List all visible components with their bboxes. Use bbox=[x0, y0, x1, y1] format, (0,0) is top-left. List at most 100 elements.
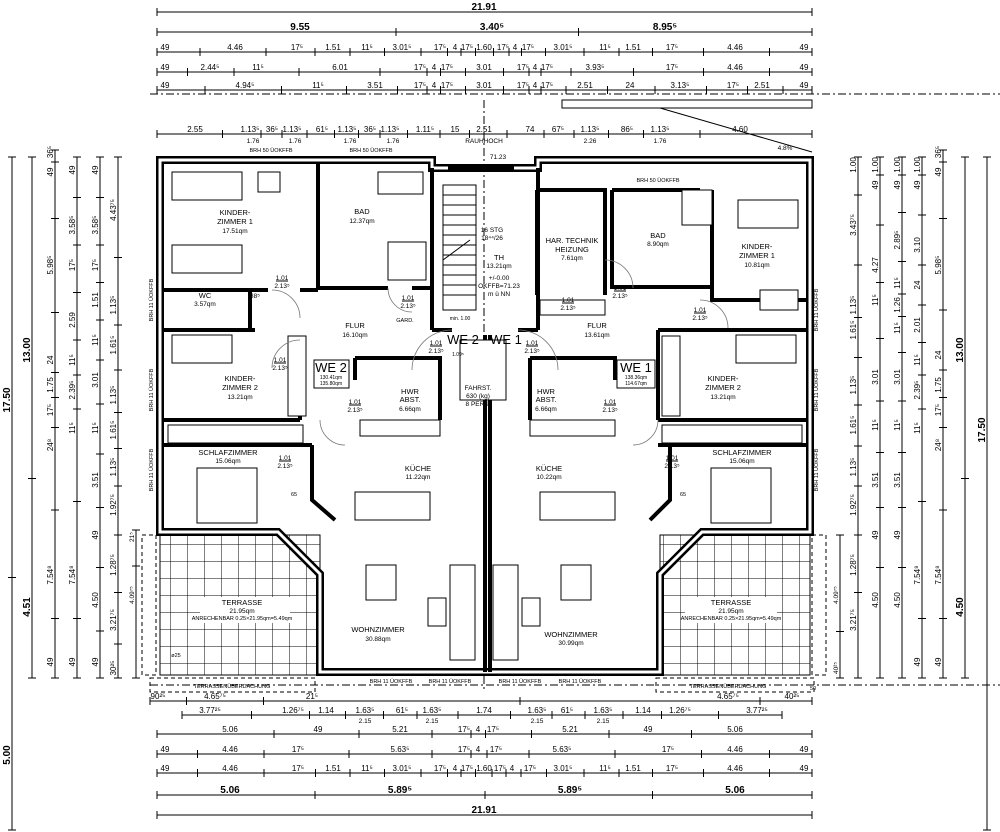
kitchen-island bbox=[539, 491, 616, 521]
door-height: 2.13⁵ bbox=[524, 348, 540, 355]
dimension-label: 1.14 bbox=[635, 706, 651, 715]
dimension-label: 49 bbox=[871, 180, 880, 189]
dimension-label: 36⁵ bbox=[266, 125, 278, 134]
room-area: 12.37qm bbox=[349, 218, 374, 225]
door-width: 88⁵ bbox=[250, 293, 260, 300]
dimension-label: 17⁵ bbox=[434, 43, 446, 52]
dimension-label: 17.50 bbox=[977, 417, 988, 442]
room-name: TH bbox=[494, 253, 504, 262]
dimension-label: 17⁵ bbox=[291, 43, 303, 52]
dimension-label: 9.55 bbox=[290, 22, 310, 33]
level-label: m ü NN bbox=[488, 291, 510, 298]
dimension-label: 2.59 bbox=[68, 312, 77, 328]
dimension-label: 1.26⁷⁵ bbox=[669, 706, 691, 715]
stair-count: 16 STG bbox=[481, 227, 503, 234]
dimension-label: 49 bbox=[68, 165, 77, 174]
dimension-label: 49 bbox=[934, 657, 943, 666]
door-width: 1.01 bbox=[430, 340, 443, 347]
dimension-label: 49 bbox=[161, 745, 170, 754]
room-name: HEIZUNG bbox=[555, 245, 589, 254]
dimension-label: 2.39⁵ bbox=[913, 381, 922, 400]
dimension-label: 24⁸ bbox=[934, 439, 943, 451]
room-area: 15.06qm bbox=[215, 458, 240, 465]
dimension-label: 5.89⁵ bbox=[388, 785, 412, 796]
room-name: FLUR bbox=[345, 321, 365, 330]
dimension-label: 49 bbox=[161, 63, 170, 72]
dimension-label: 11⁵ bbox=[913, 422, 922, 434]
room-name: BAD bbox=[354, 207, 370, 216]
dimension-label: 3.51 bbox=[871, 472, 880, 488]
unit-area: 130.41qm bbox=[320, 375, 342, 381]
garderobe-label: GARD. bbox=[396, 318, 414, 324]
dimension-label: 11⁵ bbox=[68, 354, 77, 366]
dimension-label: 1.76 bbox=[387, 138, 400, 145]
dimension-label: 4.50 bbox=[893, 592, 902, 608]
dimension-label: 17⁵ bbox=[666, 43, 678, 52]
room-area: 17.51qm bbox=[222, 228, 247, 235]
dimension-label: 4.65⁷⁵ bbox=[204, 692, 226, 701]
dimension-label: 5.06 bbox=[727, 725, 743, 734]
dimension-label: 1.13⁵ bbox=[283, 125, 302, 134]
room-area: 7.61qm bbox=[561, 255, 583, 262]
dimension-label: 5.63⁵ bbox=[391, 745, 410, 754]
lift-label: 630 (kg) bbox=[466, 393, 490, 400]
unit-label: WE 1 bbox=[620, 360, 652, 375]
dimension-label: 17⁵ bbox=[68, 259, 77, 271]
door-width: 1.01 bbox=[614, 285, 627, 292]
dimension-label: 3.01 bbox=[476, 63, 492, 72]
elevator-shaft bbox=[459, 339, 507, 401]
dimension-label: 4.51 bbox=[22, 597, 33, 617]
window-sill-label: BRH 11 ÜOKFFB bbox=[370, 678, 413, 685]
dimension-label: 5.21 bbox=[392, 725, 408, 734]
level-marker: 71.23 bbox=[490, 154, 507, 161]
dimension-label: 90²⁵ bbox=[151, 692, 166, 701]
dimension-label: 1.60 bbox=[476, 43, 492, 52]
dimension-label: 17⁵ bbox=[46, 404, 55, 416]
room-name: ZIMMER 2 bbox=[705, 383, 741, 392]
room-name: SCHLAFZIMMER bbox=[198, 448, 258, 457]
dimension-label: 5.06 bbox=[222, 725, 238, 734]
dimension-label: 2.15 bbox=[359, 718, 372, 725]
dimension-label: 17⁵ bbox=[292, 764, 304, 773]
door-width: 1.01 bbox=[526, 340, 539, 347]
dimension-label: 1.13⁵ bbox=[109, 458, 118, 477]
dimension-label: 24 bbox=[626, 81, 635, 90]
bed bbox=[735, 334, 797, 364]
dimension-label: 17⁵ bbox=[517, 81, 529, 90]
dimension-label: 36⁵ bbox=[934, 146, 943, 158]
dimension-label: 11⁵ bbox=[91, 422, 100, 434]
room-area: 21.95qm bbox=[229, 608, 254, 615]
room-name: ZIMMER 1 bbox=[739, 251, 775, 260]
shower bbox=[681, 189, 713, 226]
room-area: 3.57qm bbox=[194, 301, 216, 308]
lift-label: FAHRST. bbox=[465, 385, 492, 392]
dimension-label: 2.15 bbox=[426, 718, 439, 725]
door-width: 1.01 bbox=[666, 455, 679, 462]
room-area: 13.21qm bbox=[227, 394, 252, 401]
dim-label: 50 bbox=[810, 686, 816, 692]
room-area: 30.88qm bbox=[365, 636, 390, 643]
room-note: ANRECHENBAR 0.25×21.95qm=5.49qm bbox=[681, 616, 782, 622]
dimension-label: 17⁵ bbox=[414, 81, 426, 90]
dimension-label: 1.51 bbox=[91, 292, 100, 308]
door-width: 1.01 bbox=[604, 399, 617, 406]
dimension-label: 40²⁵ bbox=[785, 692, 800, 701]
dimension-label: 2.51 bbox=[577, 81, 593, 90]
dimension-label: 4.60 bbox=[732, 125, 748, 134]
dimension-label: 49 bbox=[800, 764, 809, 773]
dimension-label: 1.63⁵ bbox=[528, 706, 547, 715]
dimension-label: 1.61⁵ bbox=[849, 416, 858, 435]
dimension-label: 17⁵ bbox=[487, 725, 499, 734]
dimension-label: 67⁵ bbox=[552, 125, 564, 134]
door-width: 1.01 bbox=[694, 307, 707, 314]
dimension-label: 49 bbox=[893, 180, 902, 189]
dimension-label: 8.95⁵ bbox=[653, 22, 677, 33]
dimension-label: 3.01⁵ bbox=[554, 764, 573, 773]
dimension-label: 4 bbox=[432, 63, 437, 72]
dimension-label: 17⁵ bbox=[490, 745, 502, 754]
dimension-label: 4.46 bbox=[227, 43, 243, 52]
sofa bbox=[449, 564, 476, 661]
dimension-label: 30²⁵ bbox=[109, 661, 118, 676]
room-name: ZIMMER 1 bbox=[217, 217, 253, 226]
room-name: WC bbox=[199, 291, 212, 300]
